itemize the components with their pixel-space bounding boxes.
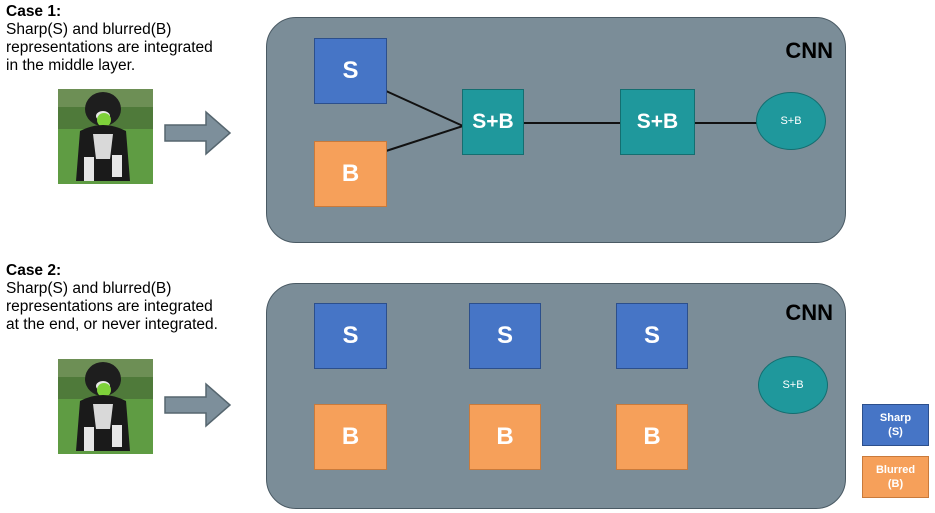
case2-title: Case 2:	[6, 262, 62, 279]
case1-title: Case 1:	[6, 3, 62, 20]
case2-output-node: S+B	[758, 356, 828, 414]
case2-node-s-2: S	[469, 303, 541, 369]
case1-line-3: in the middle layer.	[6, 57, 136, 74]
case1-link-s-sb1	[385, 90, 464, 127]
case2-node-s-1: S	[314, 303, 387, 369]
case2-cnn-label: CNN	[785, 300, 833, 325]
legend-blurred-line-1: Blurred	[875, 464, 916, 476]
case1-node-sb-1: S+B	[462, 89, 524, 155]
legend-blurred-line-2: (B)	[887, 478, 904, 490]
case1-output-node: S+B	[756, 92, 826, 150]
case2-line-2: representations are integrated	[6, 298, 213, 315]
case2-node-b-1: B	[314, 404, 387, 470]
case2-description: Case 2: Sharp(S) and blurred(B) represen…	[6, 262, 218, 334]
case1-line-1: Sharp(S) and blurred(B)	[6, 21, 172, 38]
case1-input-arrow	[164, 110, 232, 156]
case2-node-s-3: S	[616, 303, 688, 369]
case1-node-b: B	[314, 141, 387, 207]
legend-sharp-line-1: Sharp	[879, 412, 912, 424]
case2-input-arrow	[164, 382, 232, 428]
case1-line-2: representations are integrated	[6, 39, 213, 56]
case2-line-3: at the end, or never integrated.	[6, 316, 218, 333]
case1-node-sb-2: S+B	[620, 89, 695, 155]
case2-dog-photo	[58, 359, 153, 454]
case2-node-b-3: B	[616, 404, 688, 470]
case2-line-1: Sharp(S) and blurred(B)	[6, 280, 172, 297]
case1-description: Case 1: Sharp(S) and blurred(B) represen…	[6, 3, 213, 75]
case2-node-b-2: B	[469, 404, 541, 470]
legend-sharp: Sharp (S)	[862, 404, 929, 446]
legend-sharp-line-2: (S)	[888, 426, 903, 438]
legend-blurred: Blurred (B)	[862, 456, 929, 498]
case1-link-b-sb1	[385, 125, 464, 152]
case1-dog-photo	[58, 89, 153, 184]
case1-node-s: S	[314, 38, 387, 104]
case1-cnn-label: CNN	[785, 38, 833, 63]
